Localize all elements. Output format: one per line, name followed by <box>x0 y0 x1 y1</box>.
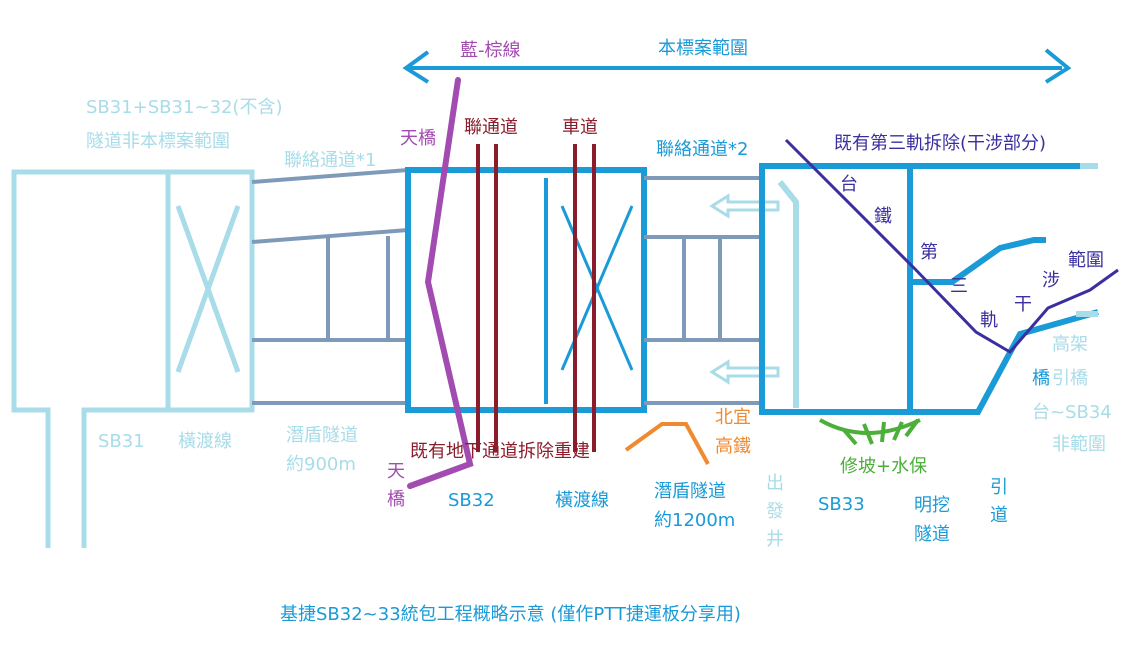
slope-marks <box>819 418 921 446</box>
connecting-passage-label: 聯通道 <box>464 117 518 138</box>
blue-brown-line-label: 藍-棕線 <box>460 40 521 61</box>
sb33-label: SB33 <box>818 494 865 515</box>
sb31-sb32-label: SB31+SB31~32(不含) <box>86 97 283 118</box>
sb32-station <box>405 167 647 413</box>
shield-tunnel-900-label: 潛盾隧道 約900m <box>286 425 358 475</box>
liaison-passage-1-label: 聯絡通道*1 <box>284 150 377 171</box>
crossover-2-label: 橫渡線 <box>555 490 609 511</box>
liaison-passage-2-label: 聯絡通道*2 <box>656 139 749 160</box>
shield-tunnel-1200-label: 潛盾隧道 約1200m <box>654 481 736 531</box>
rail-char-tie: 鐵 <box>874 206 892 227</box>
tai-sb34-label: 台~SB34 <box>1032 402 1112 423</box>
blue-brown-line <box>407 77 474 489</box>
tunnel-900 <box>251 168 409 405</box>
vehicle-way-label: 車道 <box>562 117 598 138</box>
beiyi-hsr-label: 北宜 高鐵 <box>715 407 751 457</box>
existing-track-removal-label: 既有第三軌拆除(干涉部分) <box>834 133 1047 154</box>
third-rail-line <box>784 138 1119 354</box>
cut-cover-tunnel-label: 明挖 隧道 <box>914 495 950 545</box>
rail-char-tai: 台 <box>840 174 858 195</box>
qiao-char: 橋 <box>1032 368 1050 389</box>
caption: 基捷SB32~33統包工程概略示意 (僅作PTT捷運板分享用) <box>280 604 741 625</box>
sb31-label: SB31 <box>98 431 145 452</box>
yinqiao-label: 引橋 <box>1052 368 1088 389</box>
rail-char-gui: 軌 <box>980 310 998 331</box>
tunnel-1200 <box>644 176 762 405</box>
contract-scope-label: 本標案範圍 <box>658 38 748 59</box>
sky-bridge-top-label: 天橋 <box>400 128 436 149</box>
sb31-station <box>11 169 255 548</box>
rail-char-she: 涉 <box>1042 270 1060 291</box>
rail-char-san: 三 <box>950 276 968 297</box>
not-scope-label: 非範圍 <box>1052 434 1106 455</box>
hsr-line <box>624 422 710 465</box>
launch-shaft-label: 出發井 <box>766 473 784 550</box>
approach-label: 引道 <box>990 477 1008 526</box>
elevated-label: 高架 <box>1052 334 1088 355</box>
crossover-1-label: 橫渡線 <box>178 431 232 452</box>
launch-shaft-wall <box>777 180 799 408</box>
underpass-lines <box>476 144 596 452</box>
rail-char-di: 第 <box>920 242 938 263</box>
rail-char-gan: 干 <box>1014 294 1032 315</box>
rail-fanwei-label: 範圍 <box>1068 250 1104 271</box>
slope-water-label: 修坡+水保 <box>840 456 928 477</box>
sb33-station <box>759 163 1099 415</box>
underpass-rebuild-label: 既有地下通道拆除重建 <box>410 441 590 462</box>
direction-arrows <box>709 193 780 385</box>
sb31-tunnel-not-scope-label: 隧道非本標案範圍 <box>86 131 230 152</box>
sky-bridge-bottom-label: 天橋 <box>387 461 405 510</box>
sb32-label: SB32 <box>448 490 495 511</box>
scope-arrow <box>402 48 1072 84</box>
